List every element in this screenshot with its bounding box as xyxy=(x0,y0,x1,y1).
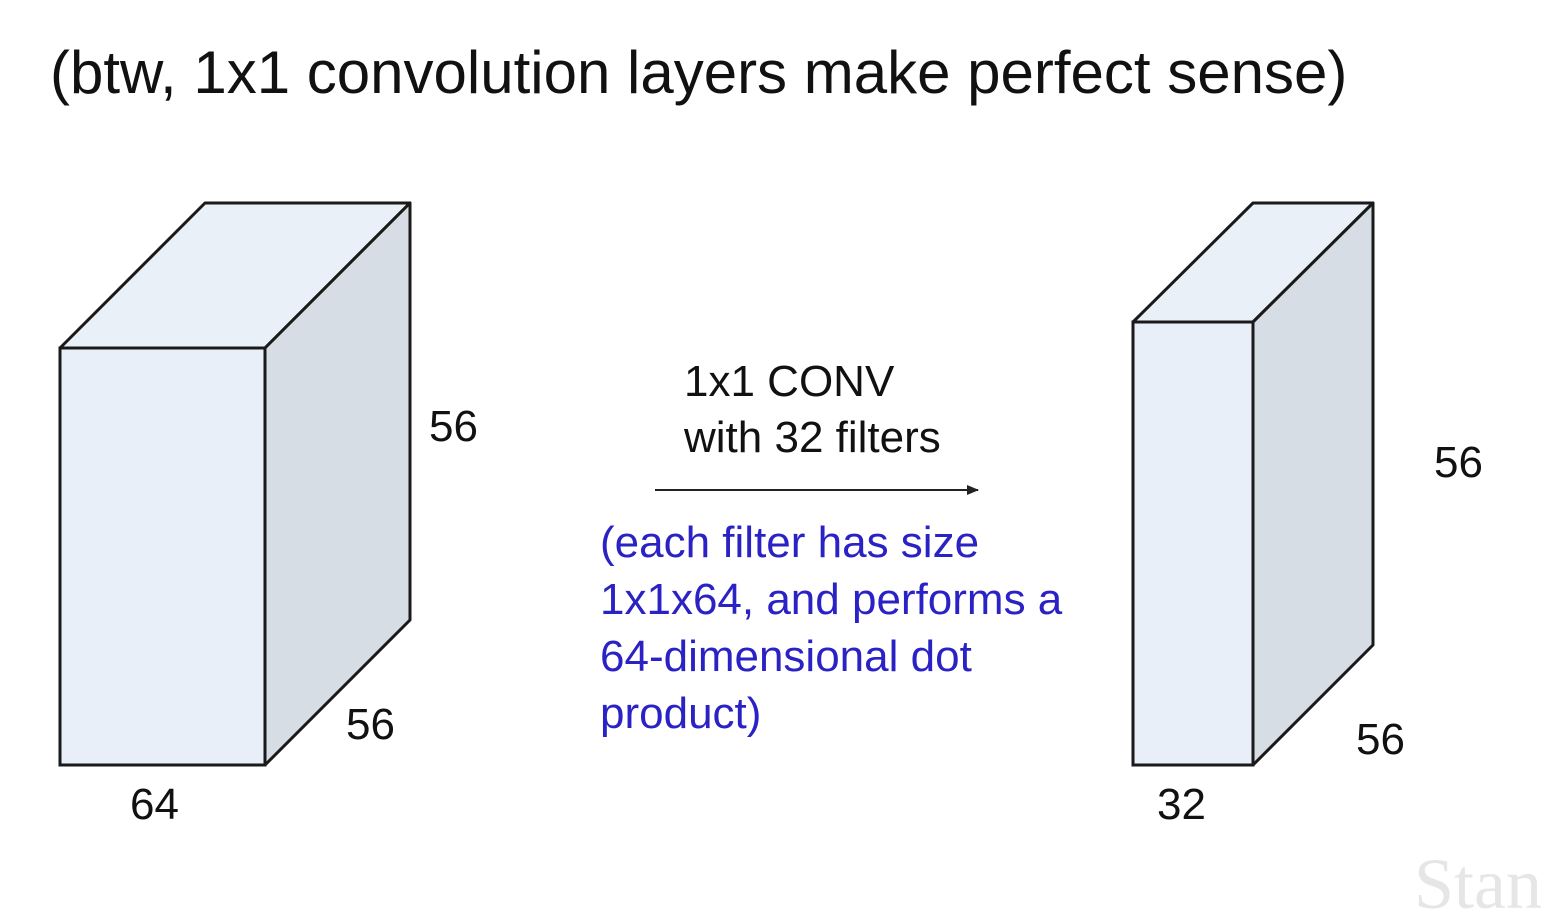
output-height-label: 56 xyxy=(1434,438,1483,487)
filter-note-line: product) xyxy=(600,689,762,738)
input-volume-front-face xyxy=(58,346,267,767)
operation-label-line2: with 32 filters xyxy=(684,413,941,462)
output-volume xyxy=(1131,201,1375,767)
input-depth-label: 64 xyxy=(130,780,179,829)
operation-label-line1: 1x1 CONV xyxy=(684,357,895,406)
input-volume xyxy=(58,201,412,767)
output-volume-front-face xyxy=(1131,320,1255,767)
operation-label: 1x1 CONV with 32 filters xyxy=(684,354,941,466)
output-width-label: 56 xyxy=(1356,715,1405,764)
filter-note-line: 64-dimensional dot xyxy=(600,632,972,681)
input-width-label: 56 xyxy=(346,700,395,749)
diagram-canvas xyxy=(58,201,1375,767)
slide-title: (btw, 1x1 convolution layers make perfec… xyxy=(50,39,1348,106)
input-height-label: 56 xyxy=(429,402,478,451)
filter-note-line: 1x1x64, and performs a xyxy=(600,575,1063,624)
filter-note: (each filter has size 1x1x64, and perfor… xyxy=(600,514,1062,742)
output-depth-label: 32 xyxy=(1157,780,1206,829)
watermark-text: Stan xyxy=(1414,844,1543,924)
filter-note-line: (each filter has size xyxy=(600,518,980,567)
